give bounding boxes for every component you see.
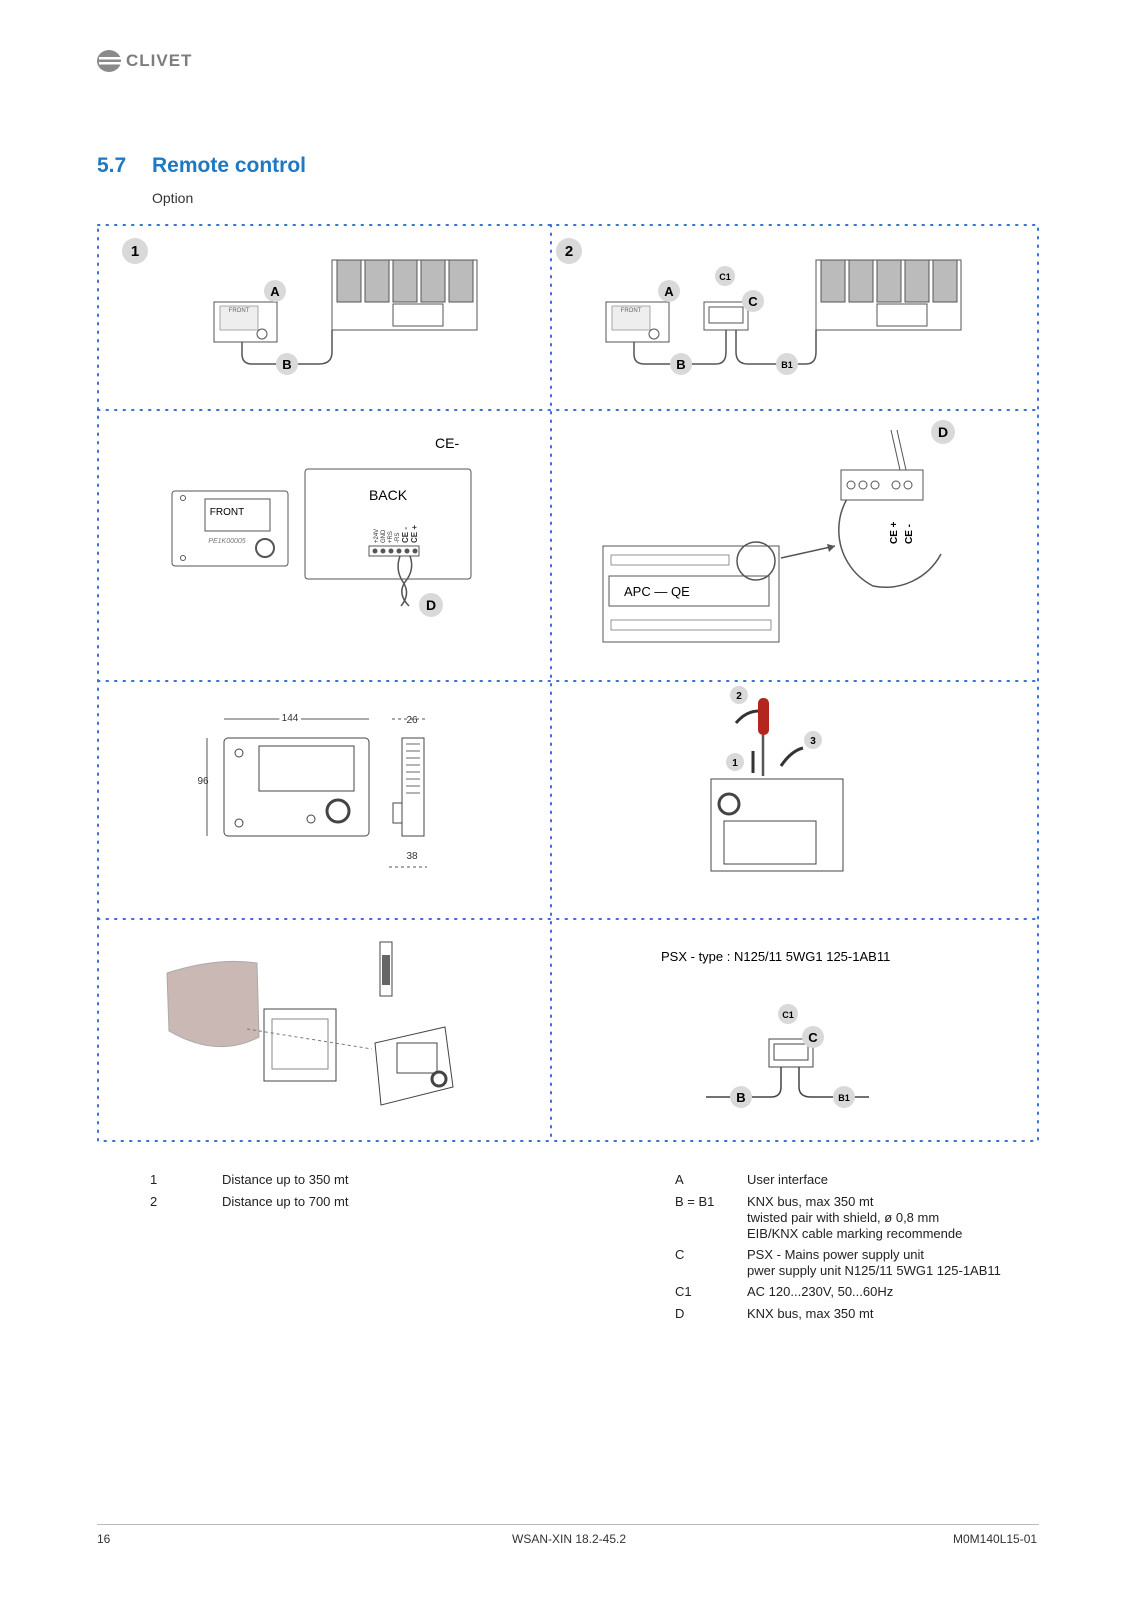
footer-doc-title: WSAN-XIN 18.2-45.2 <box>512 1532 627 1546</box>
product-code: PE1K00005 <box>208 538 245 545</box>
label-c: C <box>808 1030 818 1045</box>
label-d: D <box>426 597 436 613</box>
step-2: 2 <box>736 691 742 702</box>
legend-left-key-2: 2 <box>150 1194 158 1209</box>
section-subtitle: Option <box>152 190 194 206</box>
legend-right-value-b-1: KNX bus, max 350 mt <box>747 1194 874 1209</box>
terminal-block <box>368 545 420 557</box>
panel-8-psx: PSX - type : N125/11 5WG1 125-1AB11 C1 C… <box>551 919 1039 1142</box>
legend-right-key-a: A <box>675 1172 684 1187</box>
terminal-label: GND <box>381 529 387 543</box>
legend-right-key-c1: C1 <box>675 1284 692 1299</box>
dim-depth-top: 26 <box>406 715 418 726</box>
controller-front-text: FRONT <box>229 308 250 314</box>
terminal-label: +24V <box>374 529 380 543</box>
section-number: 5.7 <box>97 154 127 177</box>
logo-text: CLIVET <box>126 51 193 70</box>
wall-bracket-icon <box>263 1008 337 1082</box>
legend-right-value-a: User interface <box>747 1172 828 1187</box>
legend-right-value-b-3: EIB/KNX cable marking recommende <box>747 1226 963 1241</box>
legend-right-value-c-2: pwer supply unit N125/11 5WG1 125-1AB11 <box>747 1263 1001 1278</box>
label-b: B <box>736 1090 745 1105</box>
screwdriver-icon <box>758 698 769 776</box>
psx-type-label: PSX - type : N125/11 5WG1 125-1AB11 <box>661 949 890 964</box>
legend-right-value-d: KNX bus, max 350 mt <box>747 1306 874 1321</box>
dim-width: 144 <box>282 713 299 724</box>
ce-minus-label: CE - <box>904 524 915 544</box>
panel-6-opening: 2 1 3 <box>551 681 1039 919</box>
panel-5-dimensions: 144 96 26 38 <box>97 681 551 919</box>
apc-label: APC — QE <box>624 584 690 599</box>
legend-right-key-c: C <box>675 1247 685 1262</box>
back-text: BACK <box>369 487 408 503</box>
label-b: B <box>676 357 685 372</box>
front-text: FRONT <box>210 507 244 518</box>
chiller-unit-icon <box>331 259 478 331</box>
terminal-label: -RS <box>395 533 401 543</box>
legend-left-value-1: Distance up to 350 mt <box>222 1172 349 1187</box>
controller-back-icon <box>304 468 472 580</box>
terminal-label: CE + <box>410 525 419 543</box>
label-c1: C1 <box>719 272 731 282</box>
panel-2-distance-700: 2 FRONT A C1 C <box>551 224 1039 410</box>
panel-3-front-back: CE- FRONT PE1K00005 BACK +24V GND +RS -R… <box>97 410 551 681</box>
page-number: 16 <box>97 1532 111 1546</box>
chiller-unit-icon <box>815 259 962 331</box>
label-b: B <box>282 357 291 372</box>
clivet-logo: CLIVET <box>96 48 216 74</box>
legend-right-key-b: B = B1 <box>675 1194 715 1209</box>
controller-side-view <box>401 737 425 837</box>
terminal-label: +RS <box>388 531 394 543</box>
panel-1-distance-350: 1 FRONT A B <box>97 224 551 410</box>
label-b1: B1 <box>838 1093 850 1103</box>
clivet-logo-mark <box>97 50 121 72</box>
diagram-grid: 1 FRONT A B 2 <box>97 224 1039 1142</box>
label-a: A <box>270 284 280 299</box>
badge-bg <box>122 238 148 264</box>
label-a: A <box>664 284 674 299</box>
dim-height: 96 <box>197 776 209 787</box>
dim-depth-bottom: 38 <box>406 851 418 862</box>
grid-dotted-border <box>97 224 1039 1142</box>
wall-icon <box>166 960 260 1048</box>
label-c1: C1 <box>782 1010 794 1020</box>
panel-7-wall-mount <box>97 919 551 1142</box>
ce-plus-label: CE + <box>889 521 900 544</box>
legend-right-value-c-1: PSX - Mains power supply unit <box>747 1247 925 1262</box>
legend-left-key-1: 1 <box>150 1172 158 1187</box>
panel-badge-1: 1 <box>131 243 139 260</box>
panel-4-apc-board: D APC — QE CE + CE - <box>551 410 1039 681</box>
footer-doc-code: M0M140L15-01 <box>953 1532 1038 1546</box>
step-3: 3 <box>810 736 816 747</box>
controller-front-text: FRONT <box>621 308 642 314</box>
psx-unit-icon <box>703 301 749 331</box>
step-1: 1 <box>732 758 738 769</box>
label-d: D <box>938 424 948 440</box>
label-b1: B1 <box>781 360 793 370</box>
footer-divider <box>97 1524 1039 1525</box>
ce-label: CE- <box>435 435 459 451</box>
section-title: Remote control <box>152 154 307 177</box>
panel-badge-2: 2 <box>565 243 573 260</box>
legend-right-value-b-2: twisted pair with shield, ø 0,8 mm <box>747 1210 940 1225</box>
terminal-label: CE - <box>401 527 410 543</box>
legend-left-value-2: Distance up to 700 mt <box>222 1194 349 1209</box>
legend-right-value-c1: AC 120...230V, 50...60Hz <box>747 1284 894 1299</box>
label-c: C <box>748 294 758 309</box>
legend-right-key-d: D <box>675 1306 685 1321</box>
